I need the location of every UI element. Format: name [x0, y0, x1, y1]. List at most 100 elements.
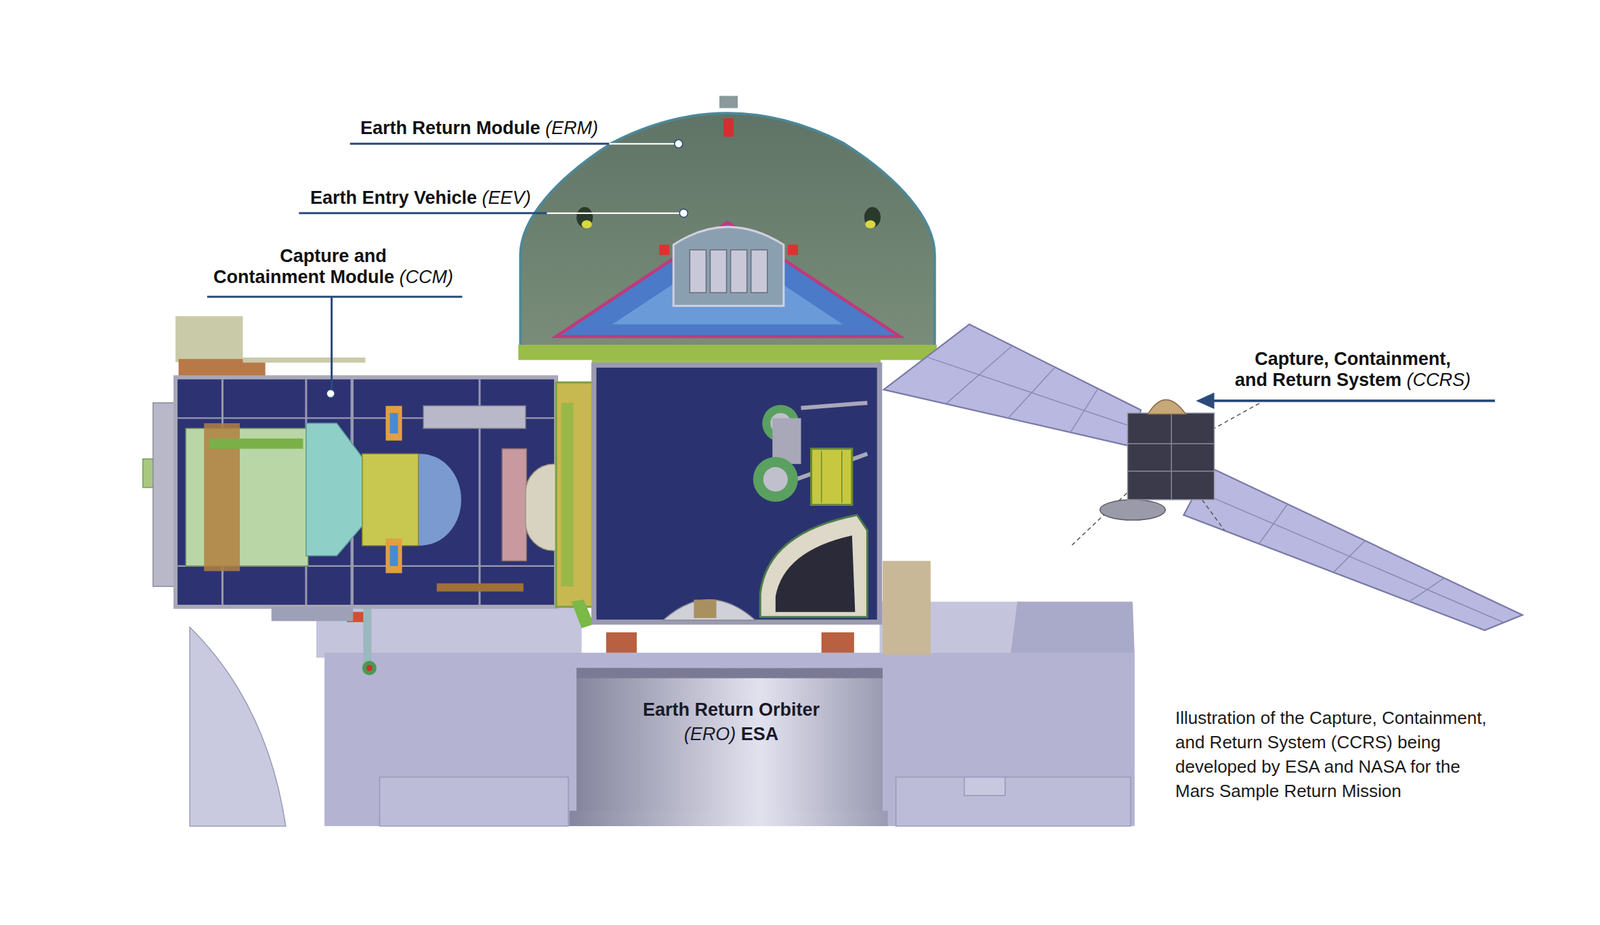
text-run: Containment Module [213, 266, 399, 288]
text-run: (ERO) [684, 724, 737, 745]
callout-label: Capture, Containment, and Return System … [1232, 348, 1473, 391]
erm-dome-part [719, 96, 738, 109]
text-run: Earth Return Orbiter [642, 699, 820, 721]
leader-line-part [298, 212, 547, 215]
orbiter-body-part [362, 661, 377, 676]
leader-line-part [1210, 399, 1496, 403]
leader-line-part [1195, 392, 1214, 410]
text-run: ESA [735, 724, 779, 745]
ccm-module-part [436, 583, 524, 592]
ccrs-spacecraft-part [1195, 490, 1503, 622]
ccm-module-part [175, 316, 243, 363]
leader-line-part [608, 142, 679, 145]
erm-dome-part [659, 244, 670, 255]
text-run: and Return System (CCRS) being [1175, 732, 1441, 753]
ccm-module [142, 316, 591, 622]
ccrs-spacecraft-part [1259, 503, 1288, 544]
leader-line-part [330, 296, 333, 390]
orbiter-body-part [964, 777, 1006, 796]
leader-line-part [674, 139, 683, 148]
orbiter-body-part [576, 667, 883, 679]
erm-body-part [753, 457, 798, 502]
text-run: Capture and [279, 245, 387, 267]
text-run: (EEV) [482, 187, 532, 208]
erm-dome-part [730, 249, 748, 293]
text-run: Earth Return Module [360, 117, 546, 139]
ccrs-spacecraft-part [1007, 367, 1055, 418]
erm-dome-part [581, 220, 593, 229]
module-label: Earth Return Orbiter (ERO) ESA [642, 697, 820, 747]
orbiter-body-part [576, 667, 883, 826]
ccm-module-part [501, 449, 527, 562]
ccm-module-part [362, 453, 419, 546]
ccrs-spacecraft-part [1148, 399, 1187, 414]
ccm-module-part [385, 538, 402, 574]
erm-dome-part [709, 249, 727, 293]
erm-dome [518, 96, 937, 361]
erm-body-part [606, 632, 637, 654]
erm-body-part [693, 600, 717, 619]
ccrs-spacecraft-part [1127, 413, 1215, 500]
ccrs-spacecraft-part [945, 346, 1013, 405]
text-run: developed by ESA and NASA for the [1175, 756, 1461, 777]
ccm-module-part [243, 357, 366, 364]
leader-line-part [207, 296, 463, 299]
ccm-module-part [389, 545, 398, 567]
erm-dome-part [865, 220, 876, 229]
ccrs-spacecraft-part [1408, 578, 1444, 603]
leader-line-part [679, 209, 688, 218]
text-run: Capture, Containment, [1254, 348, 1451, 370]
ccm-module-part [423, 405, 526, 429]
orbiter-body-part [324, 653, 1135, 827]
erm-body-part [820, 451, 823, 504]
callout-label: Capture and Containment Module (CCM) [211, 245, 456, 288]
erm-dome-part [556, 222, 901, 337]
erm-dome-part [787, 244, 798, 255]
ccrs-spacecraft-part [1171, 413, 1173, 500]
text-run: Mars Sample Return Mission [1175, 781, 1402, 802]
text-run: Illustration of the Capture, Containment… [1175, 707, 1487, 729]
callout-label: Earth Return Module (ERM) [358, 117, 601, 139]
ccrs-spacecraft-part [1070, 388, 1099, 433]
erm-body-part [763, 467, 788, 492]
orbiter-body-part [189, 627, 286, 827]
interface-ring-part [556, 382, 597, 607]
ccm-module-part [271, 606, 354, 622]
erm-body-part [594, 365, 880, 623]
interface-ring-part [571, 600, 595, 629]
leader-line-part [546, 212, 684, 215]
erm-dome-part [520, 113, 935, 357]
orbiter-body-part [379, 777, 569, 827]
interface-ring [556, 382, 597, 629]
orbiter-body [189, 602, 1135, 827]
orbiter-body-part [316, 606, 582, 658]
orbiter-body-part [1009, 602, 1135, 659]
erm-body-part [760, 515, 868, 618]
orbiter-body-part [366, 665, 373, 672]
text-run: (CCRS) [1406, 369, 1472, 391]
erm-body-part [775, 535, 855, 613]
interface-ring-part [561, 403, 574, 587]
erm-body-part [841, 451, 843, 504]
text-run: (CCM) [398, 266, 453, 288]
ccrs-spacecraft [883, 324, 1523, 631]
erm-dome-part [518, 344, 937, 361]
erm-dome-part [723, 118, 734, 137]
caption-text: Illustration of the Capture, Containment… [1175, 705, 1487, 804]
erm-dome-part [751, 249, 768, 293]
ccm-module-part [389, 413, 398, 434]
ccrs-spacecraft-part [1100, 499, 1166, 521]
ccrs-spacecraft-part [1333, 540, 1366, 573]
ccrs-spacecraft-part [883, 324, 1142, 448]
leader-line-part [350, 142, 610, 145]
erm-body-part [882, 560, 931, 656]
orbiter-body-part [363, 606, 372, 668]
leader-line-part [326, 389, 335, 398]
ccm-module-part [306, 423, 368, 557]
text-run: and Return System [1234, 369, 1407, 391]
erm-body-part [663, 600, 756, 621]
text-run: Earth Entry Vehicle [310, 187, 483, 208]
erm-body-part [821, 632, 855, 654]
ccm-module-part [209, 438, 304, 450]
text-run: (ERM) [545, 117, 599, 139]
